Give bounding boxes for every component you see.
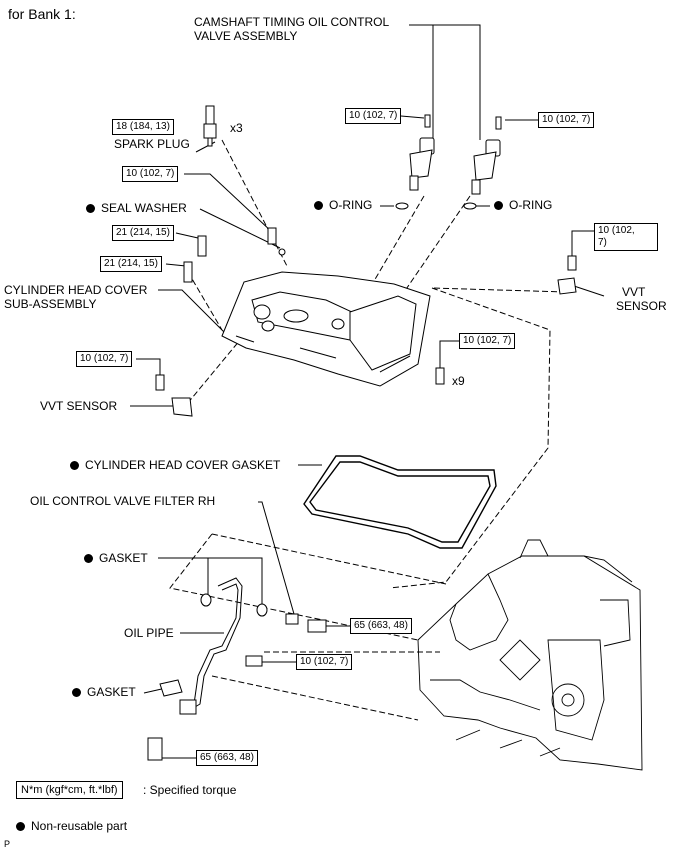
cover-bolts-qty: x9	[452, 374, 465, 388]
vvt-sensor-right-label-line2: SENSOR	[616, 299, 667, 313]
leader-vvt-bolt-left	[136, 358, 161, 375]
engine-block-part	[417, 539, 643, 771]
leader-stud-upper	[175, 232, 199, 239]
dash-spark	[221, 139, 289, 269]
vvt-sensor-left-part	[171, 397, 193, 417]
leader-ocv-right	[409, 24, 481, 140]
head-cover-gasket-text: CYLINDER HEAD COVER GASKET	[85, 458, 281, 472]
torque-ocv-right: 10 (102, 7)	[538, 112, 595, 128]
legend-torque-units: N*m (kgf*cm, ft.*lbf)	[16, 781, 123, 799]
dash-gasket-plane	[169, 533, 447, 641]
union-bolt-lower-part	[147, 737, 163, 761]
torque-stud-lower: 21 (214, 15)	[100, 256, 162, 272]
gasket-bottom-text: GASKET	[87, 685, 136, 699]
vvt-bolt-left-part	[155, 374, 165, 391]
legend-torque-desc: : Specified torque	[143, 783, 237, 797]
cover-bolt-part	[435, 367, 445, 385]
bank-label: for Bank 1:	[8, 6, 76, 22]
gasket-top-left-part	[200, 593, 212, 607]
dash-vvt-right	[431, 287, 567, 293]
ocv-left-part	[409, 114, 435, 191]
gasket-top-label: GASKET	[84, 552, 148, 565]
o-ring-right-text: O-RING	[509, 198, 553, 212]
leader-ocv-filter	[258, 501, 295, 615]
non-reusable-icon	[314, 201, 323, 210]
torque-vvt-right-line2: 7)	[598, 237, 607, 248]
non-reusable-icon	[16, 822, 25, 831]
oil-pipe-part	[189, 577, 243, 711]
non-reusable-icon	[494, 201, 503, 210]
seal-washer-part	[278, 248, 286, 256]
legend-non-reusable-text: Non-reusable part	[31, 819, 128, 833]
spark-plug-part	[203, 105, 217, 147]
torque-pipe-bolt: 10 (102, 7)	[296, 654, 353, 670]
torque-vvt-right-line1: 10 (102,	[598, 225, 635, 236]
torque-vvt-left: 10 (102, 7)	[76, 351, 133, 367]
vvt-sensor-right-label-line1: VVT	[622, 285, 646, 299]
gasket-top-right-part	[256, 603, 268, 617]
legend-non-reusable: Non-reusable part	[16, 820, 127, 833]
cyl-head-cover-label-line1: CYLINDER HEAD COVER	[4, 283, 148, 297]
leader-gasket-top	[158, 557, 263, 606]
torque-spark-plug: 18 (184, 13)	[112, 119, 174, 135]
o-ring-right-part	[463, 202, 477, 210]
gasket-bottom-part	[159, 679, 183, 697]
dash-stud	[187, 271, 223, 331]
vvt-sensor-left-label: VVT SENSOR	[40, 399, 118, 413]
pipe-fitting-part	[179, 699, 197, 715]
footer-code: P	[4, 839, 11, 849]
cylinder-head-cover-part	[221, 271, 431, 387]
non-reusable-icon	[72, 688, 81, 697]
seal-washer-bolt-part	[267, 227, 277, 245]
torque-stud-upper: 21 (214, 15)	[112, 225, 174, 241]
seal-washer-label: SEAL WASHER	[86, 202, 187, 215]
non-reusable-icon	[70, 461, 79, 470]
dash-ocv-left	[363, 195, 425, 299]
stud-upper-part	[197, 235, 207, 257]
o-ring-left-text: O-RING	[329, 198, 373, 212]
spark-plug-qty: x3	[230, 121, 243, 135]
non-reusable-icon	[86, 204, 95, 213]
non-reusable-icon	[84, 554, 93, 563]
o-ring-left-label: O-RING	[314, 199, 372, 212]
dash-vvt-left	[181, 339, 241, 411]
pipe-bolt-part	[245, 655, 263, 667]
torque-union-bolt-lower: 65 (663, 48)	[196, 750, 258, 766]
camshaft-ocv-label-line1: CAMSHAFT TIMING OIL CONTROL	[194, 15, 390, 29]
head-cover-gasket-part	[303, 455, 497, 549]
stud-lower-part	[183, 261, 193, 283]
dash-cover-right	[389, 287, 551, 589]
spark-plug-label: SPARK PLUG	[114, 137, 190, 151]
torque-cover-bolts: 10 (102, 7)	[459, 333, 516, 349]
union-bolt-upper-part	[307, 619, 327, 633]
leader-cover	[158, 289, 225, 333]
vvt-bolt-right-part	[567, 255, 577, 271]
leader-stud-lower	[165, 263, 187, 267]
torque-seal-washer-bolt: 10 (102, 7)	[122, 166, 179, 182]
torque-vvt-right: 10 (102, 7)	[594, 223, 658, 251]
torque-ocv-left: 10 (102, 7)	[345, 108, 402, 124]
leader-vvt-bolt-right	[571, 230, 594, 262]
head-cover-gasket-label: CYLINDER HEAD COVER GASKET	[70, 459, 280, 472]
cyl-head-cover-label-line2: SUB-ASSEMBLY	[4, 297, 97, 311]
gasket-bottom-label: GASKET	[72, 686, 136, 699]
vvt-sensor-right-part	[557, 277, 577, 295]
ocv-filter-part	[285, 613, 299, 625]
ocv-right-part	[471, 116, 502, 195]
ocv-filter-label: OIL CONTROL VALVE FILTER RH	[30, 494, 216, 508]
leader-seal-washer	[199, 208, 281, 249]
oil-pipe-label: OIL PIPE	[124, 626, 174, 640]
leader-seal-washer-bolt	[184, 173, 273, 233]
leader-ocv-bolt-left	[400, 115, 425, 119]
o-ring-right-label: O-RING	[494, 199, 552, 212]
dash-ocv-right	[399, 195, 471, 299]
gasket-top-text: GASKET	[99, 551, 148, 565]
o-ring-left-part	[395, 202, 409, 210]
seal-washer-text: SEAL WASHER	[101, 201, 187, 215]
dash-pipe	[211, 675, 419, 721]
camshaft-ocv-label-line2: VALVE ASSEMBLY	[194, 29, 298, 43]
torque-union-bolt-upper: 65 (663, 48)	[350, 618, 412, 634]
leader-cover-bolts	[439, 340, 459, 370]
